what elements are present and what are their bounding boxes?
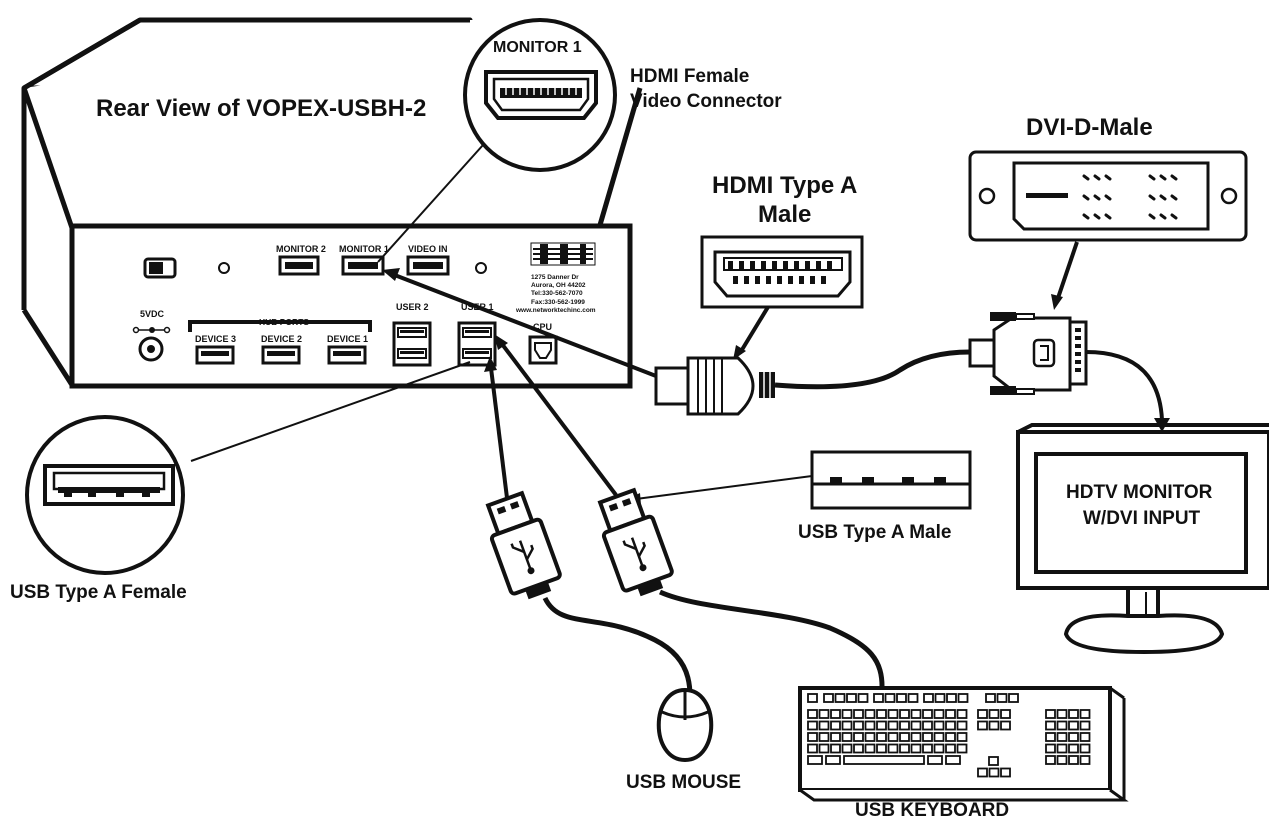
label-cpu: CPU	[533, 322, 552, 332]
mouse-usb-arrow-line	[489, 367, 509, 499]
usb-port-device1	[327, 345, 367, 365]
hdmi-male-label-line1: HDMI Type A	[712, 172, 857, 199]
keyboard-usb-arrowhead	[494, 334, 508, 350]
hdmi-dvi-cable	[774, 349, 971, 390]
callout-monitor1-label: MONITOR 1	[493, 39, 582, 56]
usb-male-pointer	[635, 475, 813, 500]
address-line-3: Tel:330-562-7070	[531, 290, 583, 297]
monitor-label-line1: HDTV MONITOR	[1066, 482, 1213, 503]
label-video-in: VIDEO IN	[408, 244, 448, 254]
keyboard-cable	[658, 589, 885, 691]
label-user2: USER 2	[396, 302, 429, 312]
keyboard-label: USB KEYBOARD	[855, 800, 1009, 821]
usb-keyboard	[798, 686, 1129, 802]
usb-ports-user1	[457, 321, 497, 367]
hdmi-port-monitor1	[341, 255, 385, 276]
label-device2: DEVICE 2	[261, 334, 302, 344]
keyboard-usb-arrow-line	[500, 342, 618, 497]
usb-port-device2	[261, 345, 301, 365]
dvi-to-monitor-cable	[1085, 350, 1164, 421]
panel-power-switch	[143, 257, 177, 279]
led-indicator-right	[475, 262, 487, 274]
hdmi-port-video-in	[406, 255, 450, 276]
hdmi-male-pointer	[738, 305, 770, 355]
dvi-male-connector-detail	[968, 150, 1248, 242]
hdmi-to-monitor1-arrowhead	[382, 268, 400, 281]
mouse-label: USB MOUSE	[626, 772, 741, 793]
usb-male-callout	[810, 450, 972, 510]
power-jack	[132, 326, 171, 362]
hdmi-cable-plug	[654, 356, 775, 416]
usb-female-callout	[25, 361, 471, 575]
mouse-usb-arrowhead	[484, 356, 497, 372]
hdmi-male-label-line2: Male	[758, 201, 811, 228]
label-device3: DEVICE 3	[195, 334, 236, 344]
hdtv-monitor	[1016, 423, 1269, 655]
led-indicator-left	[218, 262, 230, 274]
monitor-label-line2: W/DVI INPUT	[1083, 508, 1201, 529]
usb-mouse	[656, 687, 714, 763]
usb-plug-keyboard	[597, 487, 674, 597]
dvi-cable-plug	[968, 312, 1088, 395]
label-monitor1: MONITOR 1	[339, 244, 389, 254]
hdmi-female-callout	[377, 18, 617, 263]
usb-ports-user2	[392, 321, 432, 367]
diagram-title: Rear View of VOPEX-USBH-2	[96, 95, 426, 122]
dvi-male-pointer-arrow	[1051, 294, 1063, 310]
address-line-1: 1275 Danner Dr	[531, 274, 579, 281]
address-line-5: www.networktechinc.com	[515, 307, 596, 314]
hdmi-to-monitor1-arrow-line	[391, 272, 657, 378]
hdmi-female-label-line2: Video Connector	[630, 91, 782, 112]
usb-male-label: USB Type A Male	[798, 522, 951, 543]
label-5vdc: 5VDC	[140, 309, 165, 319]
dvi-male-label: DVI-D-Male	[1026, 114, 1153, 141]
dvi-male-pointer	[1056, 241, 1079, 299]
hdmi-male-connector-detail	[700, 235, 864, 309]
hdmi-male-pointer-arrow	[733, 345, 746, 360]
usb-female-label: USB Type A Female	[10, 582, 187, 603]
usb-port-device3	[195, 345, 235, 365]
nti-logo	[530, 242, 596, 266]
hub-ports-bracket	[188, 320, 372, 332]
hdmi-female-label-line1: HDMI Female	[630, 66, 749, 87]
address-line-2: Aurora, OH 44202	[531, 282, 586, 289]
address-line-4: Fax:330-562-1999	[531, 299, 585, 306]
usb-plug-mouse	[485, 490, 562, 600]
usb-b-port-cpu	[528, 335, 558, 365]
label-device1: DEVICE 1	[327, 334, 368, 344]
label-monitor2: MONITOR 2	[276, 244, 326, 254]
hdmi-port-monitor2	[278, 255, 320, 276]
label-hub-ports: HUB PORTS	[259, 317, 309, 327]
